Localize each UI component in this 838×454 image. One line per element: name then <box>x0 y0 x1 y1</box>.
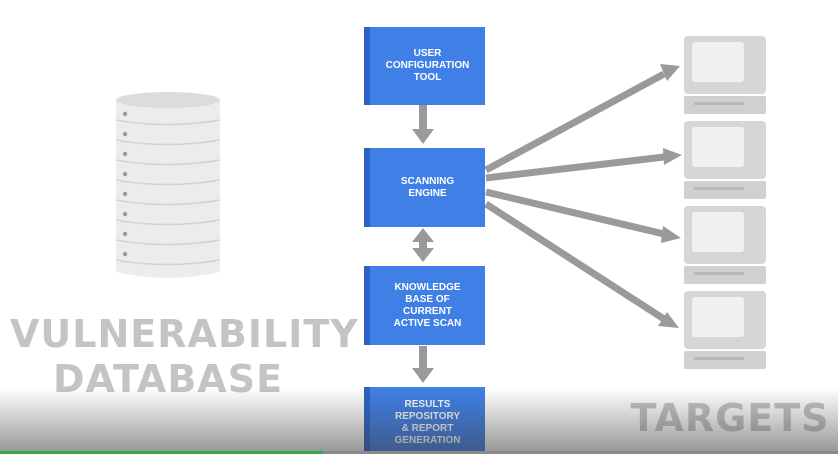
target-computer-icon <box>684 206 766 284</box>
results-repository-box: RESULTS REPOSITORY & REPORT GENERATION <box>364 387 485 454</box>
box-text-line: ENGINE <box>408 187 447 199</box>
target-arrows <box>484 70 666 322</box>
box-text-line: BASE OF <box>405 293 450 305</box>
box-text-line: SCANNING <box>400 175 455 187</box>
flow-arrows <box>412 105 434 383</box>
target-computer-icon <box>684 291 766 369</box>
box-text-line: RESULTS <box>404 399 451 410</box>
scanning-engine-box: SCANNING ENGINE <box>364 148 485 227</box>
arrowhead-target-3 <box>661 226 681 243</box>
video-progress-bar[interactable] <box>0 451 838 454</box>
arrow-engine-knowledge-bidirectional <box>412 228 434 262</box>
user-configuration-tool-box: USER CONFIGURATION TOOL <box>364 27 485 105</box>
arrowhead-target-4 <box>658 312 679 328</box>
arrow-knowledge-to-results <box>412 346 434 383</box>
arrow-to-target-2 <box>485 153 665 182</box>
targets-label: TARGETS <box>630 396 830 440</box>
database-label-line: DATABASE <box>52 357 284 401</box>
box-text-line: CONFIGURATION <box>385 60 470 71</box>
knowledge-base-box: KNOWLEDGE BASE OF CURRENT ACTIVE SCAN <box>364 266 485 345</box>
box-text-line: GENERATION <box>394 435 461 446</box>
box-text-line: KNOWLEDGE <box>394 281 461 293</box>
arrow-to-target-3 <box>485 188 665 238</box>
video-progress-fill <box>0 451 323 454</box>
box-text-line: REPOSITORY <box>394 411 460 422</box>
target-computer-icon <box>684 121 766 199</box>
box-text-line: USER <box>413 48 442 59</box>
arrow-to-target-4 <box>484 201 666 322</box>
database-cylinder-icon <box>115 92 221 278</box>
arrow-config-to-engine <box>412 105 434 144</box>
box-text-line: TOOL <box>413 72 442 83</box>
arrowhead-target-2 <box>663 148 682 165</box>
vulnerability-database-label: VULNERABILITY DATABASE <box>10 312 359 402</box>
vulnerability-label-line: VULNERABILITY <box>10 312 359 356</box>
arrowhead-target-1 <box>660 64 680 81</box>
arrow-to-target-1 <box>484 70 666 174</box>
target-computer-icon <box>684 36 766 114</box>
box-text-line: CURRENT <box>403 305 452 317</box>
box-text-line: ACTIVE SCAN <box>393 317 462 329</box>
box-text-line: & REPORT <box>401 423 454 434</box>
